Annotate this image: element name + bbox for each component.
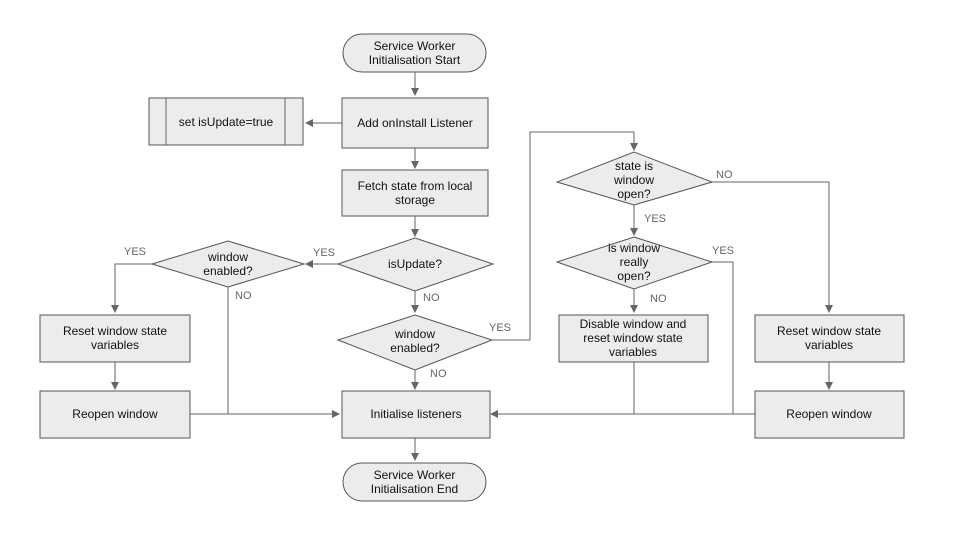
start-terminal	[342, 33, 487, 73]
label-line: variables	[805, 338, 853, 352]
label-line: Fetch state from local	[358, 179, 473, 193]
label-line: variables	[609, 345, 657, 359]
fetch-state-box	[341, 169, 489, 217]
state-open-no-label: NO	[716, 169, 733, 181]
label-line: window	[207, 250, 248, 264]
label-line: isUpdate?	[388, 257, 442, 271]
label-line: storage	[395, 193, 435, 207]
is-update-label: isUpdate?	[388, 257, 442, 271]
is-update-yes-label: YES	[313, 247, 335, 259]
reopen-left-box	[39, 390, 191, 439]
label-line: Initialisation End	[371, 482, 458, 496]
enabled-left-yes-label: YES	[124, 246, 146, 258]
edges	[111, 72, 833, 461]
really-open-no-label: NO	[650, 293, 667, 305]
really-open-decision	[555, 236, 714, 290]
reopen-right-box	[754, 390, 905, 439]
reopen-right-label: Reopen window	[786, 407, 872, 421]
label-line: Service Worker	[374, 39, 456, 53]
enabled-mid-yes-label: YES	[489, 322, 511, 334]
label-line: state is	[615, 159, 653, 173]
init-listeners-box	[341, 390, 491, 439]
state-open-yes-label: YES	[644, 213, 666, 225]
set-update-subprocess	[148, 97, 304, 146]
label-line: open?	[617, 269, 651, 283]
window-enabled-mid-decision	[336, 314, 494, 371]
edge-enabled-left-yes	[111, 263, 152, 313]
state-open-decision	[555, 151, 714, 206]
label-line: open?	[617, 187, 651, 201]
label-line: variables	[91, 338, 139, 352]
enabled-left-no-label: NO	[235, 290, 252, 302]
reset-right-box	[754, 314, 905, 363]
is-update-no-label: NO	[423, 292, 440, 304]
end-terminal	[342, 462, 487, 502]
disable-window-box	[558, 314, 709, 363]
label-line: Reset window state	[777, 324, 881, 338]
edge-really-open-yes	[712, 261, 734, 414]
enabled-mid-no-label: NO	[430, 368, 447, 380]
label-line: is window	[608, 241, 660, 255]
label-line: really	[620, 255, 649, 269]
label-line: Reopen window	[786, 407, 872, 421]
edge-enabled-mid-yes	[492, 131, 638, 341]
init-listeners-label: Initialise listeners	[370, 407, 461, 421]
set-update-label: set isUpdate=true	[179, 115, 274, 129]
edge-state-open-no	[712, 181, 833, 313]
label-line: window	[394, 327, 435, 341]
label-line: enabled?	[203, 264, 253, 278]
edge-labels: YES NO YES NO YES NO YES NO YES NO	[124, 169, 734, 380]
label-line: Disable window and	[580, 317, 687, 331]
add-listener-box	[341, 97, 489, 149]
reopen-left-label: Reopen window	[72, 407, 158, 421]
label-line: Service Worker	[374, 468, 456, 482]
add-listener-label: Add onInstall Listener	[357, 116, 472, 130]
label-line: window	[613, 173, 654, 187]
label-line: Reset window state	[63, 324, 167, 338]
label-line: enabled?	[390, 341, 440, 355]
label-line: reset window state	[583, 331, 683, 345]
label-line: Initialisation Start	[369, 53, 461, 67]
window-enabled-left-decision	[150, 240, 306, 288]
is-update-decision	[336, 237, 495, 292]
really-open-yes-label: YES	[712, 245, 734, 257]
reset-left-box	[39, 314, 191, 363]
label-line: Initialise listeners	[370, 407, 461, 421]
label-line: set isUpdate=true	[179, 115, 274, 129]
label-line: Add onInstall Listener	[357, 116, 472, 130]
label-line: Reopen window	[72, 407, 158, 421]
